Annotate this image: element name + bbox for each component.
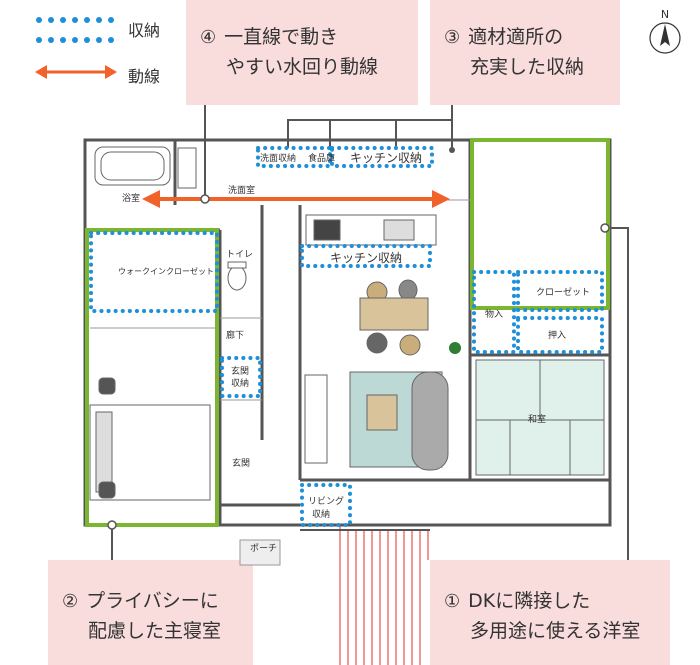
callout-line: 充実した収納 [470,56,585,78]
callout-line: 一直線で動き [224,26,339,48]
toilet [227,261,247,291]
callout-line: DKに隣接した [468,590,591,612]
dining-set [359,279,429,356]
leader-lines [111,105,629,560]
room-label-closet: クローゼット [536,288,591,298]
room-label-walk-in-closet: ウォークインクローゼット [118,267,214,276]
plant-icon [449,342,461,354]
room-label-washroom-storage: 洗面収納 [260,154,297,164]
room-label-food-storage: 食品庫 [308,154,336,164]
callout-line: やすい水回り動線 [226,56,379,78]
flow-legend-arrow [35,65,117,79]
storage-outlines [89,146,604,527]
callout-water-flow: ④ 一直線で動き やすい水回り動線 [186,0,418,105]
kitchen-counter [305,214,437,246]
room-label-oshiire: 押入 [548,331,567,341]
storage-legend-label: 収納 [128,21,161,40]
callout-line: 適材適所の [468,26,564,48]
callout-line: 配慮した主寝室 [88,620,222,642]
room-label-bath: 浴室 [122,194,141,204]
room-label-washitsu: 和室 [528,415,547,425]
living-furniture [304,371,449,471]
room-label-kitchen-storage: キッチン収納 [330,251,403,265]
room-label-toilet: トイレ [226,250,254,260]
leader-dot [107,520,117,530]
room-label-corridor: 廊下 [226,331,245,341]
tatami-room [475,359,605,476]
porch-tiles [239,539,281,566]
room-label-living-storage: 収納 [312,510,331,520]
room-label-kitchen-storage-top: キッチン収納 [350,151,423,165]
room-label-storage-room: 物入 [485,310,504,320]
north-label: N [660,8,670,21]
callout-number: ① [444,591,461,612]
callout-storage: ③ 適材適所の 充実した収納 [430,0,620,105]
room-label-living-storage: リビング [308,497,345,507]
callout-line: プライバシーに [86,590,219,612]
front-steps [339,525,429,665]
flow-legend-label: 動線 [128,67,161,86]
callout-number: ③ [444,27,461,48]
callout-number: ④ [200,27,217,48]
callout-western-room: ① DKに隣接した 多用途に使える洋室 [430,560,670,665]
compass-icon [649,22,681,54]
room-label-washroom: 洗面室 [228,186,256,196]
callout-number: ② [62,591,79,612]
room-label-entrance: 玄関 [232,459,251,469]
leader-dot [600,223,610,233]
room-label-entrance-storage: 収納 [231,379,250,389]
room-label-entrance-storage: 玄関 [231,367,250,377]
leader-dot [449,147,455,153]
callout-line: 多用途に使える洋室 [470,620,641,642]
north-compass: N [648,8,682,56]
room-label-porch: ポーチ [250,544,278,554]
bathtub [94,146,197,189]
callout-bedroom: ② プライバシーに 配慮した主寝室 [48,560,253,665]
highlighted-rooms [85,138,610,527]
circulation-arrow [142,190,450,208]
bed [89,377,211,501]
storage-legend-swatch [36,17,114,43]
